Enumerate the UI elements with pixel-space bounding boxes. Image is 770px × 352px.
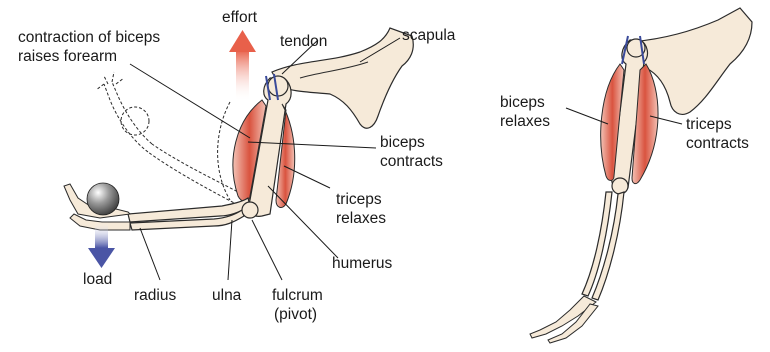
label-tendon: tendon (280, 32, 327, 51)
label-contraction-line1: contraction of biceps (18, 28, 160, 47)
forearm-right (582, 178, 628, 300)
hand-right (530, 296, 598, 343)
label-ulna: ulna (212, 286, 241, 305)
label-radius: radius (134, 286, 176, 305)
label-triceps-relaxes-line1: triceps (336, 190, 382, 209)
label-triceps-contracts-line2: contracts (686, 134, 749, 153)
raised-forearm-ghost (96, 72, 246, 205)
label-biceps-relaxes-line1: biceps (500, 93, 545, 112)
label-fulcrum-line2: (pivot) (274, 305, 317, 324)
label-contraction-line2: raises forearm (18, 47, 117, 66)
label-biceps-relaxes-line2: relaxes (500, 112, 550, 131)
label-scapula: scapula (402, 26, 455, 45)
label-triceps-contracts-line1: triceps (686, 115, 732, 134)
label-load: load (83, 270, 112, 289)
label-biceps-contracts-line2: contracts (380, 152, 443, 171)
forearm-left (128, 198, 258, 230)
label-biceps-contracts-line1: biceps (380, 133, 425, 152)
label-humerus: humerus (332, 254, 392, 273)
label-triceps-relaxes-line2: relaxes (336, 209, 386, 228)
label-fulcrum-line1: fulcrum (272, 286, 323, 305)
load-ball (87, 183, 119, 215)
label-effort: effort (222, 8, 257, 27)
effort-arrow (229, 30, 256, 102)
